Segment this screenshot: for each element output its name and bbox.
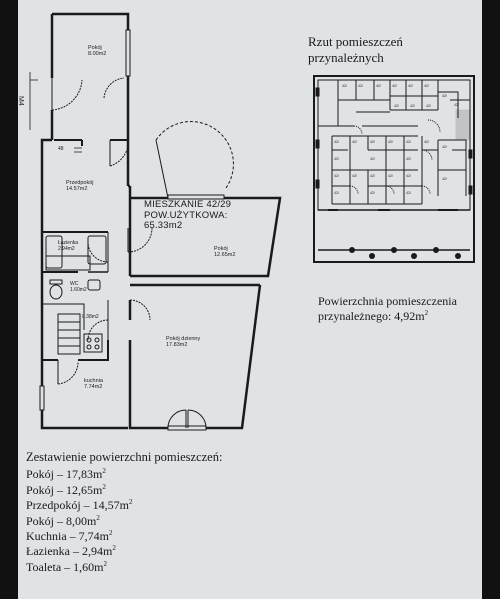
svg-text:42/: 42/: [406, 174, 411, 178]
superscript: 2: [102, 467, 106, 476]
room-name: WC: [70, 281, 79, 287]
room-name: Pokój dzienny: [166, 336, 201, 342]
svg-text:42/: 42/: [408, 84, 413, 88]
svg-text:42/: 42/: [388, 174, 393, 178]
room-label-kitchen-mini: 0.38m2: [82, 314, 99, 320]
svg-text:42/: 42/: [424, 140, 429, 144]
svg-text:42/: 42/: [370, 157, 375, 161]
room-area: 8.00m2: [88, 51, 107, 57]
summary-row: Pokój – 17,83m2: [26, 467, 222, 482]
superscript: 2: [129, 498, 133, 507]
annex-heading-line: Rzut pomieszczeń: [308, 34, 403, 49]
room-label-pokoj-small: Pokój 8.00m2: [88, 45, 106, 57]
room-name: Pokój: [214, 246, 228, 252]
summary-row: Łazienka – 2,94m2: [26, 544, 222, 559]
svg-text:42/: 42/: [370, 191, 375, 195]
annex-plan-heading: Rzut pomieszczeń przynależnych: [308, 34, 403, 66]
svg-text:42/: 42/: [376, 84, 381, 88]
svg-text:42/: 42/: [442, 177, 447, 181]
room-label-pokoj-dzienny: Pokój dzienny 17.83m2: [166, 336, 200, 348]
room-label-kuchnia: kuchnia 7.74m2: [84, 378, 103, 390]
room-label-lazienka: Łazienka 2.94m2: [58, 240, 78, 252]
summary-row: Toaleta – 1,60m2: [26, 560, 222, 575]
floor-plan-drawing: 42/42/42/ 42/42/42/ 42/42/ 42/42/42/ 42/…: [29, 12, 475, 431]
summary-row-text: Pokój – 17,83m: [26, 467, 103, 482]
room-name: kuchnia: [84, 378, 103, 384]
room-area: 7.74m2: [84, 384, 103, 390]
annex-area-line: Powierzchnia pomieszczenia: [318, 294, 457, 308]
summary-row-text: Łazienka – 2,94m: [26, 544, 113, 559]
svg-text:42/: 42/: [442, 145, 447, 149]
svg-text:42/: 42/: [424, 84, 429, 88]
superscript: 2: [109, 529, 113, 538]
annex-area-value: przynależnego: 4,92m: [318, 309, 425, 323]
room-label-przedpokoj: Przedpokój 14.57m2: [66, 180, 94, 192]
summary-row-text: Przedpokój – 14,57m: [26, 498, 129, 513]
summary-row: Przedpokój – 14,57m2: [26, 498, 222, 513]
superscript: 2: [112, 544, 116, 553]
svg-text:42/: 42/: [394, 104, 399, 108]
summary-row: Kuchnia – 7,74m2: [26, 529, 222, 544]
apartment-title-block: MIESZKANIE 42/29 POW.UŻYTKOWA: 65.33m2: [144, 199, 232, 232]
svg-text:42/: 42/: [370, 140, 375, 144]
svg-text:42/: 42/: [370, 174, 375, 178]
room-label-pokoj-right: Pokój 12.65m2: [214, 246, 235, 258]
room-area: 2.94m2: [58, 246, 75, 252]
annex-area-text: Powierzchnia pomieszczenia przynależnego…: [318, 294, 457, 324]
apartment-number: MIESZKANIE 42/29: [144, 199, 232, 210]
summary-row-text: Kuchnia – 7,74m: [26, 529, 109, 544]
room-name: Przedpokój: [66, 180, 94, 186]
side-mark: M4: [17, 96, 24, 106]
summary-row: Pokój – 12,65m2: [26, 483, 222, 498]
summary-row-text: Pokój – 12,65m: [26, 482, 103, 497]
svg-text:42/: 42/: [410, 104, 415, 108]
usable-area-label: POW.UŻYTKOWA:: [144, 209, 228, 221]
room-area: 1.60m2: [70, 287, 87, 293]
annex-heading-line: przynależnych: [308, 50, 384, 65]
svg-text:42/: 42/: [392, 84, 397, 88]
superscript: 2: [96, 513, 100, 522]
room-name: Pokój: [88, 45, 102, 51]
svg-text:42/: 42/: [342, 84, 347, 88]
svg-text:42/: 42/: [426, 104, 431, 108]
room-area-summary: Zestawienie powierzchni pomieszczeń: Pok…: [26, 450, 222, 575]
svg-text:42/: 42/: [406, 140, 411, 144]
room-label-wc: WC 1.60m2: [70, 281, 87, 293]
svg-text:42/: 42/: [406, 191, 411, 195]
svg-text:42/: 42/: [334, 140, 339, 144]
svg-text:42/: 42/: [358, 84, 363, 88]
superscript: 2: [103, 559, 107, 568]
room-area: 12.65m2: [214, 252, 236, 258]
usable-area-value: 65.33m2: [144, 220, 183, 231]
svg-text:42/: 42/: [388, 140, 393, 144]
svg-text:42/: 42/: [442, 94, 447, 98]
summary-row: Pokój – 8,00m2: [26, 514, 222, 529]
svg-text:42/: 42/: [334, 157, 339, 161]
svg-text:42/: 42/: [334, 191, 339, 195]
svg-text:42/: 42/: [352, 140, 357, 144]
room-name: Łazienka: [58, 240, 79, 246]
svg-text:42/: 42/: [334, 174, 339, 178]
room-area: 17.83m2: [166, 342, 188, 348]
superscript: 2: [424, 309, 429, 317]
floor-plan-sheet: 42/42/42/ 42/42/42/ 42/42/ 42/42/42/ 42/…: [17, 0, 482, 599]
summary-heading: Zestawienie powierzchni pomieszczeń:: [26, 450, 223, 464]
superscript: 2: [102, 482, 106, 491]
svg-text:42/: 42/: [406, 157, 411, 161]
annex-area-line: przynależnego: 4,92m2: [318, 309, 457, 324]
room-area: 14.57m2: [66, 186, 88, 192]
summary-row-text: Pokój – 8,00m: [26, 513, 97, 528]
hall-mark: 48: [58, 146, 64, 152]
svg-text:42/: 42/: [352, 174, 357, 178]
svg-text:42/: 42/: [454, 103, 459, 107]
summary-row-text: Toaleta – 1,60m: [26, 559, 104, 574]
